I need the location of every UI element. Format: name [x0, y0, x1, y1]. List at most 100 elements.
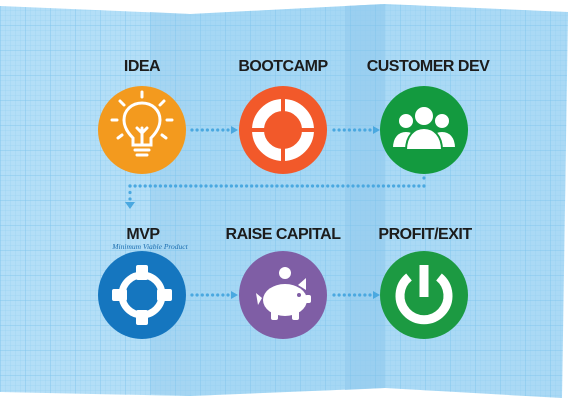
raise-capital-title: RAISE CAPITAL [225, 226, 341, 243]
connector-dot [295, 184, 299, 188]
step-bootcamp [239, 86, 327, 174]
user-group-icon [390, 105, 458, 151]
connector-dot [226, 128, 230, 132]
connector-dot [195, 128, 199, 132]
connector-dot [351, 184, 355, 188]
connector-dot [337, 128, 341, 132]
connector-dot [221, 128, 225, 132]
connector-dot [260, 184, 264, 188]
connector-dot [346, 184, 350, 188]
connector-customer-dev-to-mvp [125, 202, 135, 209]
connector-dot [229, 184, 233, 188]
connector-dot [347, 128, 351, 132]
idea-title: IDEA [123, 58, 161, 75]
connector-dot [205, 293, 209, 297]
connector-dot [363, 293, 367, 297]
connector-raise-capital-to-profit [373, 291, 380, 299]
connector-dot [143, 184, 147, 188]
connector-mvp-to-raise-capital [231, 291, 238, 299]
connector-dot [219, 184, 223, 188]
connector-dot [239, 184, 244, 188]
connector-dot [179, 184, 183, 188]
connector-dot [128, 197, 132, 201]
connector-dot [363, 128, 367, 132]
step-mvp [98, 251, 186, 339]
connector-dot [422, 176, 426, 180]
profit-exit-title: PROFIT/EXIT [378, 226, 472, 243]
connector-dot [200, 128, 204, 132]
connector-dot [148, 184, 152, 188]
connector-bootcamp-to-customer-dev [373, 126, 380, 134]
connector-dot [169, 184, 173, 188]
connector-dot [407, 184, 411, 188]
connector-dot [211, 293, 215, 297]
connector-dot [190, 128, 194, 132]
connector-dot [305, 184, 309, 188]
connector-dot [214, 184, 218, 188]
connector-dot [376, 184, 380, 188]
life-ring-icon [251, 98, 315, 162]
connector-dot [371, 184, 375, 188]
connector-dot [332, 128, 336, 132]
connector-dot [386, 184, 391, 188]
step-idea [98, 86, 186, 174]
mvp-title: MVP [126, 226, 160, 243]
connector-dot [361, 184, 365, 188]
connector-dot [194, 184, 198, 188]
connector-dot [245, 184, 249, 188]
connector-dot [234, 184, 238, 188]
connector-dot [128, 184, 132, 188]
connector-dot [358, 128, 362, 132]
connector-dot [255, 184, 259, 188]
connector-dot [402, 184, 406, 188]
connector-dot [200, 293, 204, 297]
step-raise-capital [239, 251, 327, 339]
connector-dot [321, 184, 325, 188]
connector-dot [336, 184, 340, 188]
connector-dot [342, 293, 346, 297]
connector-dot [337, 293, 341, 297]
connector-dot [275, 184, 279, 188]
connector-dot [138, 184, 142, 188]
connector-dot [368, 128, 372, 132]
connector-dot [331, 184, 335, 188]
connector-dot [300, 184, 304, 188]
connector-dot [358, 293, 362, 297]
connector-dot [158, 184, 162, 188]
connector-dot [153, 184, 157, 188]
connector-dot [310, 184, 315, 188]
connector-dot [285, 184, 289, 188]
connector-dot [221, 293, 225, 297]
connector-dot [353, 293, 357, 297]
connector-dot [209, 184, 213, 188]
connector-dot [211, 128, 215, 132]
connector-dot [189, 184, 193, 188]
connector-dot [226, 293, 230, 297]
connector-dot [332, 293, 336, 297]
step-profit-exit [380, 251, 468, 339]
bootcamp-circle [239, 86, 327, 174]
connector-dots [128, 128, 426, 297]
crosshair-icon [112, 265, 172, 325]
connector-dot [184, 184, 188, 188]
connector-dot [356, 184, 360, 188]
connector-dot [265, 184, 269, 188]
piggy-bank-icon [256, 267, 311, 320]
power-icon [395, 265, 453, 325]
connector-dot [270, 184, 274, 188]
connector-dot [216, 293, 220, 297]
connector-dot [353, 128, 357, 132]
connector-dot [417, 184, 421, 188]
connector-dot [381, 184, 385, 188]
connector-dot [199, 184, 203, 188]
connector-dot [326, 184, 330, 188]
connector-dot [316, 184, 320, 188]
connector-dot [250, 184, 254, 188]
connector-dot [392, 184, 396, 188]
lightbulb-icon [110, 90, 174, 157]
connector-dot [205, 128, 209, 132]
flow-connectors [125, 126, 380, 299]
connector-dot [366, 184, 370, 188]
connector-dot [204, 184, 208, 188]
